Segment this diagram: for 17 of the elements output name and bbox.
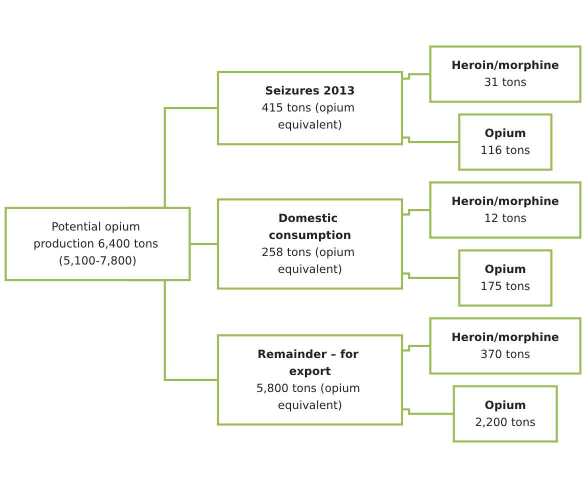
node-box: Potential opium production 6,400 tons (5,100-7,800) — [4, 206, 191, 282]
connector — [402, 136, 460, 144]
connector — [402, 208, 430, 216]
node-box: Heroin/morphine 12 tons — [429, 181, 582, 239]
connector — [402, 344, 430, 352]
node-box: Remainder – for export 5,800 tons (opium equivalent) — [216, 334, 404, 426]
node-box: Opium 116 tons — [458, 113, 552, 171]
connector — [402, 408, 454, 415]
node-box: Opium 175 tons — [458, 249, 552, 307]
node-box: Opium 2,200 tons — [452, 385, 558, 443]
connector — [190, 242, 218, 246]
node-box: Seizures 2013 415 tons (opium equivalent) — [216, 70, 404, 146]
node-box: Heroin/morphine 370 tons — [429, 317, 582, 375]
node-box: Domestic consumption 258 tons (opium equivalent) — [216, 198, 404, 290]
connector — [402, 272, 460, 280]
node-box: Heroin/morphine 31 tons — [429, 45, 582, 103]
connector — [402, 73, 430, 80]
